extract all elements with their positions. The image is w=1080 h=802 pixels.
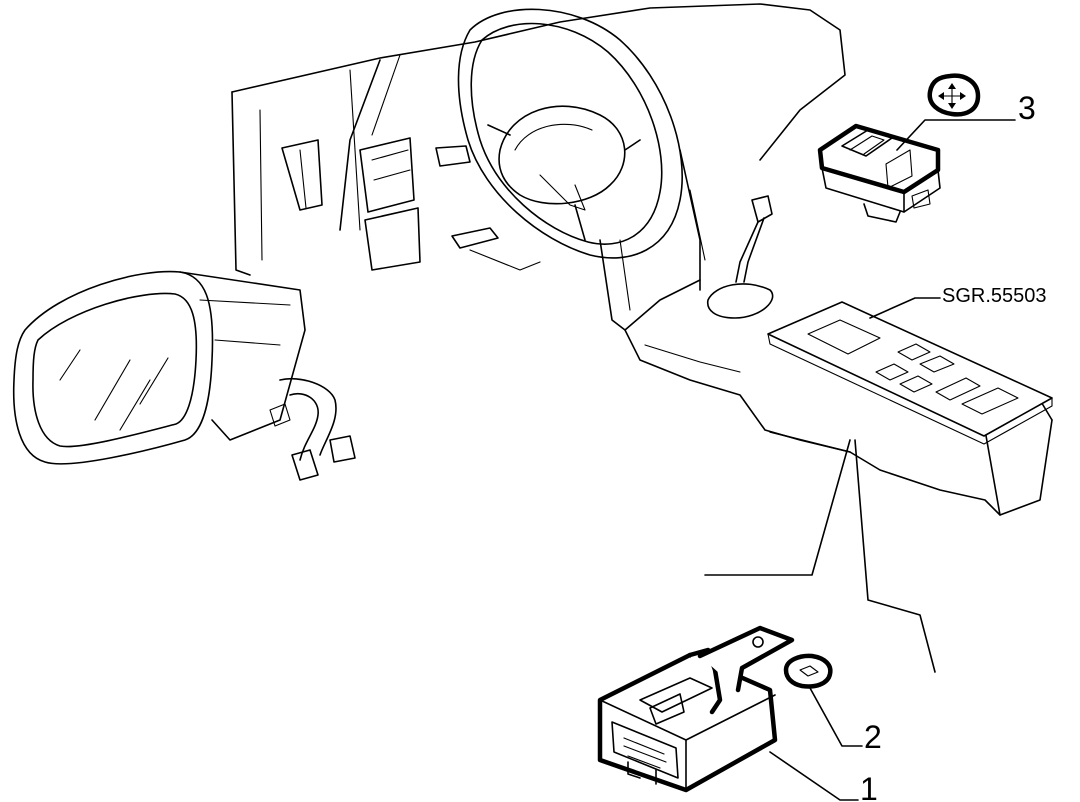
leader-line-3 [896,119,1016,151]
control-unit [597,625,795,793]
console-panel [767,301,1053,445]
callout-label-1: 1 [860,771,878,802]
dashboard-illustration [231,3,1053,673]
reference-code: SGR.55503 [942,285,1047,307]
leader-line-2 [809,687,863,747]
four-way-arrows-icon [927,73,981,117]
leader-line-1 [769,751,859,801]
callout-label-3: 3 [1018,90,1036,126]
door-mirror-illustration [12,270,356,481]
nut [783,653,833,689]
mirror-adjust-switch [817,123,941,223]
leader-line-code [869,297,941,319]
callout-label-2: 2 [864,719,882,755]
leader-lines [769,119,1016,801]
